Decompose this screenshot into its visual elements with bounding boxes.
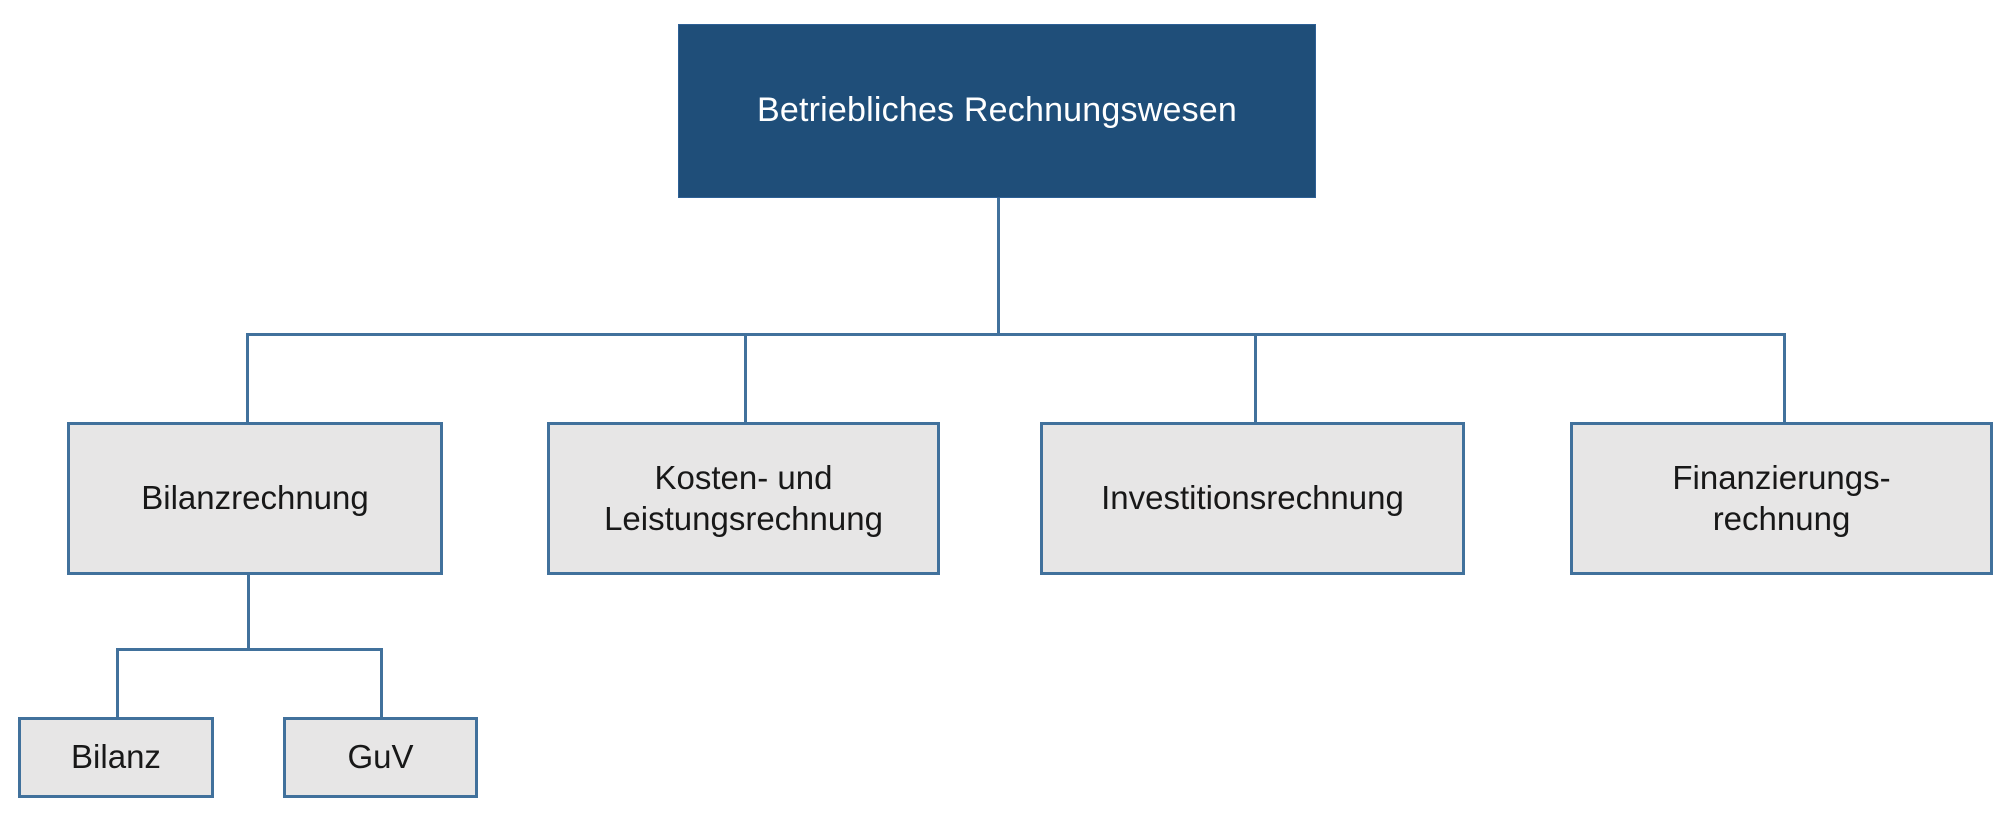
connector-level3-bus — [116, 648, 383, 651]
node-investitionsrechnung-label: Investitionsrechnung — [1101, 479, 1404, 517]
node-guv[interactable]: GuV — [283, 717, 478, 798]
connector-drop-guv — [380, 648, 383, 718]
node-kosten-und-leistungsrechnung-label: Kosten- und Leistungsrechnung — [604, 459, 883, 537]
node-guv-label: GuV — [347, 738, 414, 776]
connector-drop-bilanz — [116, 648, 119, 718]
node-bilanzrechnung-label: Bilanzrechnung — [141, 479, 369, 517]
node-bilanz-label: Bilanz — [71, 738, 161, 776]
connector-root-stem — [997, 198, 1000, 336]
connector-drop-finanzierungsrechnung — [1783, 333, 1786, 422]
connector-bilanzrechnung-stem — [247, 575, 250, 650]
node-bilanz[interactable]: Bilanz — [18, 717, 214, 798]
connector-level2-bus — [247, 333, 1786, 336]
node-investitionsrechnung[interactable]: Investitionsrechnung — [1040, 422, 1465, 575]
node-bilanzrechnung[interactable]: Bilanzrechnung — [67, 422, 443, 575]
connector-drop-kosten-und-leistungsrechnung — [744, 333, 747, 422]
node-finanzierungsrechnung[interactable]: Finanzierungs- rechnung — [1570, 422, 1993, 575]
node-finanzierungsrechnung-label: Finanzierungs- rechnung — [1672, 459, 1891, 537]
node-root-betriebliches-rechnungswesen[interactable]: Betriebliches Rechnungswesen — [678, 24, 1316, 198]
node-root-label: Betriebliches Rechnungswesen — [757, 91, 1237, 130]
connector-drop-investitionsrechnung — [1254, 333, 1257, 422]
node-kosten-und-leistungsrechnung[interactable]: Kosten- und Leistungsrechnung — [547, 422, 940, 575]
connector-drop-bilanzrechnung — [246, 333, 249, 422]
